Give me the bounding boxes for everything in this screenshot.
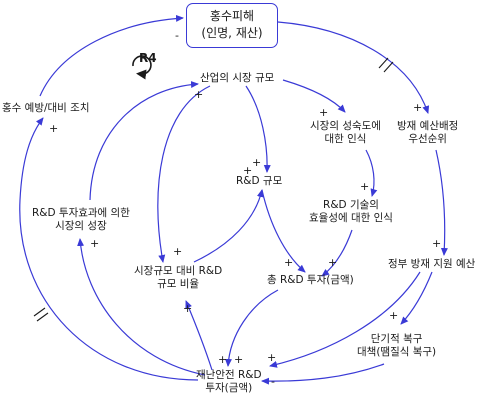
market-maturity-awareness-line1: 시장의 성숙도에 — [310, 120, 381, 132]
sign-recovery-to-safety-rnd: - — [271, 375, 275, 388]
delay-mark-damage-to-budget — [378, 57, 394, 73]
sign-gov-budget-to-recovery: + — [389, 309, 399, 322]
link-gov-budget-to-safety-rnd — [269, 271, 421, 368]
tech-efficiency-awareness-line1: R&D 기술의 — [323, 199, 379, 211]
link-industry-to-awareness — [282, 79, 346, 113]
sign-efficiency-to-total-rnd: + — [328, 256, 338, 269]
sign-safety-rnd-to-prevention: + — [49, 122, 59, 135]
rnd-effect-growth-line2: 시장의 성장 — [55, 220, 107, 232]
market-maturity-awareness-line2: 대한 인식 — [324, 133, 367, 145]
market-maturity-awareness-node: 시장의 성숙도에 대한 인식 — [310, 120, 381, 146]
loop-label-r4: R4 — [139, 51, 157, 65]
rnd-scale-node: R&D 규모 — [236, 175, 282, 188]
short-term-recovery-line2: 대책(땜질식 복구) — [357, 346, 437, 358]
link-safety-rnd-to-rnd-effect — [77, 238, 206, 376]
budget-priority-node: 방재 예산배정 우선순위 — [397, 120, 458, 146]
sign-budget-priority-to-gov-budget: + — [432, 237, 442, 250]
link-safety-rnd-to-ratio — [185, 300, 213, 371]
tech-efficiency-awareness-line2: 효율성에 대한 인식 — [309, 212, 393, 224]
sign-safety-rnd-to-rnd-effect: + — [90, 237, 100, 250]
sign-safety-rnd-to-ratio: + — [183, 302, 193, 315]
safety-rnd-investment-line2: 투자(금액) — [205, 382, 253, 394]
rnd-ratio-line1: 시장규모 대비 R&D — [134, 265, 223, 277]
sign-rnd-effect-to-industry: + — [194, 88, 204, 101]
gov-budget-node: 정부 방재 지원 예산 — [388, 258, 475, 271]
link-gov-budget-to-recovery — [400, 271, 433, 325]
rnd-ratio-line2: 규모 비율 — [157, 278, 200, 290]
safety-rnd-investment-line1: 재난안전 R&D — [196, 369, 262, 381]
link-safety-rnd-to-prevention — [19, 117, 199, 381]
link-efficiency-to-total-rnd — [321, 229, 353, 277]
sign-safety-rnd-input-b: + — [234, 353, 244, 366]
sign-awareness-to-efficiency: + — [360, 180, 370, 193]
gov-budget-label: 정부 방재 지원 예산 — [388, 258, 476, 270]
link-industry-to-rnd-scale — [245, 85, 271, 173]
flood-damage-box — [186, 3, 278, 48]
sign-gov-budget-to-safety-rnd: + — [267, 351, 277, 364]
link-rnd-scale-to-total-rnd — [261, 189, 306, 273]
budget-priority-line1: 방재 예산배정 — [397, 120, 459, 132]
link-awareness-to-efficiency — [365, 149, 378, 197]
sign-prevention-to-damage: - — [175, 29, 179, 42]
total-rnd-investment-label: 총 R&D 투자(금액) — [267, 274, 354, 286]
link-recovery-to-safety-rnd — [261, 363, 385, 385]
sign-rnd-scale-to-total-rnd: + — [284, 256, 294, 269]
sign-industry-to-rnd-scale: + — [252, 156, 262, 169]
total-rnd-investment-node: 총 R&D 투자(금액) — [267, 274, 354, 287]
rnd-effect-growth-line1: R&D 투자효과에 의한 — [32, 207, 130, 219]
industry-market-scale-label: 산업의 시장 규모 — [200, 72, 275, 84]
flood-damage-line2: (인명, 재산) — [201, 26, 263, 40]
budget-priority-line2: 우선순위 — [408, 133, 447, 145]
flood-damage-line1: 홍수피해 — [209, 9, 255, 23]
rnd-effect-growth-node: R&D 투자효과에 의한 시장의 성장 — [32, 207, 130, 233]
sign-industry-to-ratio: + — [173, 245, 183, 258]
sign-industry-to-awareness: + — [319, 106, 329, 119]
link-budget-priority-to-gov-budget — [435, 149, 448, 256]
link-prevention-to-damage — [39, 14, 184, 97]
link-industry-to-ratio — [157, 85, 211, 263]
rnd-ratio-node: 시장규모 대비 R&D 규모 비율 — [134, 265, 222, 291]
link-damage-to-budget-priority — [277, 21, 430, 114]
sign-ratio-to-rnd-scale: + — [243, 164, 253, 177]
short-term-recovery-line1: 단기적 복구 — [370, 333, 423, 345]
rnd-scale-label: R&D 규모 — [236, 175, 283, 187]
tech-efficiency-awareness-node: R&D 기술의 효율성에 대한 인식 — [309, 199, 393, 225]
sign-safety-rnd-input-a: + — [218, 353, 228, 366]
flood-prevention-label: 홍수 예방/대비 조치 — [2, 102, 90, 114]
link-rnd-effect-to-industry — [89, 80, 199, 201]
short-term-recovery-node: 단기적 복구 대책(땜질식 복구) — [357, 333, 436, 359]
sign-damage-to-budget-priority: + — [413, 101, 423, 114]
flood-prevention-node: 홍수 예방/대비 조치 — [2, 102, 90, 115]
link-ratio-to-rnd-scale — [193, 189, 264, 263]
delay-mark-safety-rnd-to-prevention — [33, 307, 49, 322]
flood-damage-node: 홍수피해 (인명, 재산) — [186, 8, 278, 42]
link-total-rnd-to-safety-rnd — [224, 289, 279, 367]
loop-r4-arrow — [132, 55, 152, 80]
safety-rnd-investment-node: 재난안전 R&D 투자(금액) — [196, 369, 262, 395]
industry-market-scale-node: 산업의 시장 규모 — [200, 72, 274, 85]
